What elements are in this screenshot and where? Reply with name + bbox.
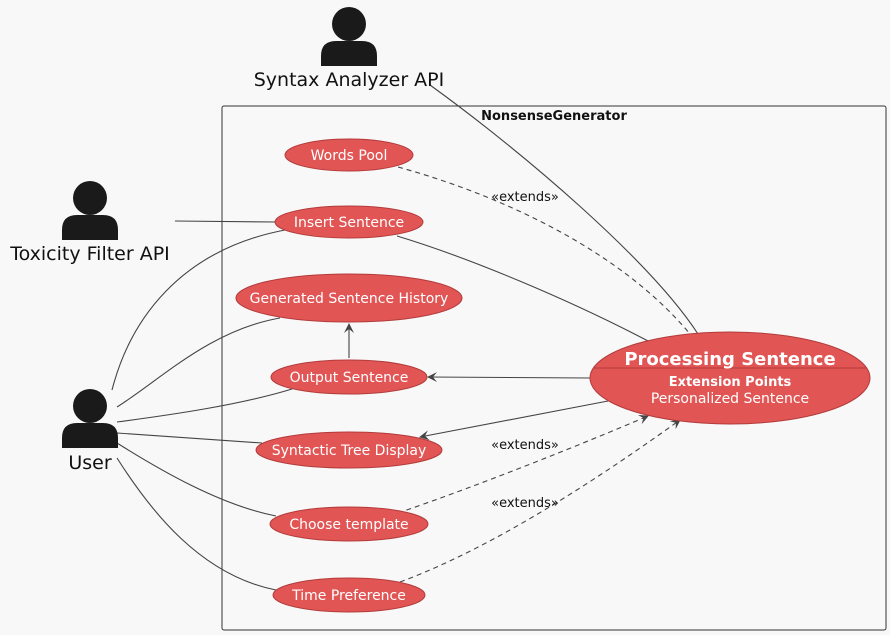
extends-label-2: «extends» [491, 438, 559, 453]
actor-label: Syntax Analyzer API [254, 69, 445, 91]
actor-label: User [68, 452, 111, 474]
system-boundary [221, 105, 887, 631]
link-user-output [116, 388, 293, 423]
usecase-output-sentence[interactable]: Output Sentence [270, 359, 428, 395]
link-user-history [116, 317, 281, 408]
actor-syntax-analyzer-api: Syntax Analyzer API [254, 7, 445, 91]
usecase-label: Words Pool [311, 148, 388, 164]
actor-toxicity-filter-api: Toxicity Filter API [9, 181, 170, 265]
usecase-time-preference[interactable]: Time Preference [272, 577, 426, 613]
system-title: NonsenseGenerator [481, 109, 627, 124]
link-user-insert [111, 229, 286, 391]
processing-title: Processing Sentence [624, 349, 835, 370]
link-user-tree [116, 432, 263, 444]
person-icon [321, 7, 377, 66]
usecase-processing-sentence[interactable]: Processing Sentence Extension Points Per… [589, 331, 871, 425]
actor-label: Toxicity Filter API [9, 243, 170, 265]
extends-label-3: «extends» [491, 496, 559, 511]
usecase-label: Syntactic Tree Display [272, 443, 427, 459]
extension-points-heading: Extension Points [669, 375, 792, 390]
usecase-label: Insert Sentence [294, 215, 404, 231]
usecase-insert-sentence[interactable]: Insert Sentence [274, 205, 424, 239]
usecase-label: Time Preference [291, 588, 406, 604]
extension-point-personalized: Personalized Sentence [651, 391, 809, 407]
usecase-label: Output Sentence [290, 370, 409, 386]
usecase-choose-template[interactable]: Choose template [269, 506, 429, 542]
actor-user: User [62, 389, 118, 474]
extends-template-processing [397, 414, 649, 514]
extends-wordspool-processing [397, 166, 691, 335]
link-toxicity-insert [174, 220, 277, 223]
person-icon [62, 181, 118, 240]
link-syntax-processing [429, 84, 699, 335]
usecase-generated-sentence-history[interactable]: Generated Sentence History [235, 273, 463, 323]
usecase-words-pool[interactable]: Words Pool [284, 138, 414, 172]
link-processing-tree [419, 400, 609, 441]
usecase-label: Choose template [289, 517, 408, 533]
extends-label-1: «extends» [491, 190, 559, 205]
link-processing-output [427, 372, 591, 383]
person-icon [62, 389, 118, 448]
link-user-template [116, 442, 277, 517]
link-insert-processing [396, 235, 651, 343]
usecase-label: Generated Sentence History [250, 291, 449, 307]
link-user-time [116, 457, 277, 591]
usecase-syntactic-tree-display[interactable]: Syntactic Tree Display [255, 431, 443, 469]
